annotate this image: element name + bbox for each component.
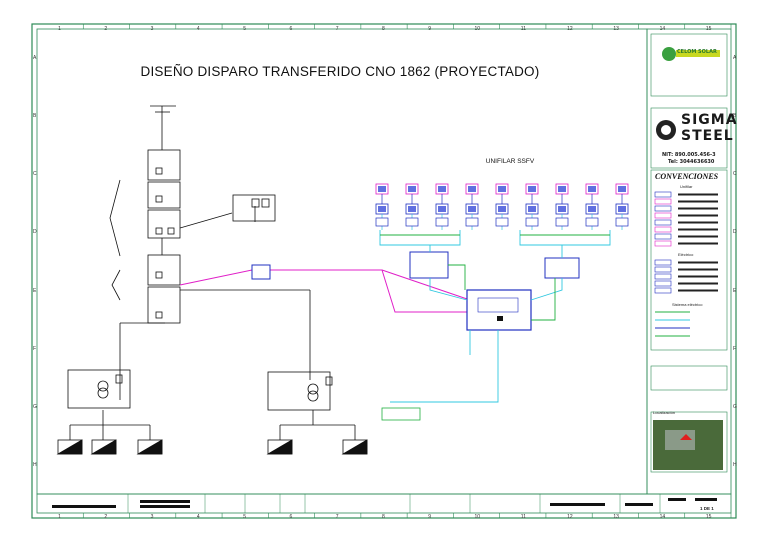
inverter-array	[375, 183, 629, 421]
grid-row-letter-right: A	[733, 55, 737, 62]
grid-column-number-bottom: 2	[104, 514, 108, 520]
conv-section-unifilar: Unifilar	[680, 184, 693, 189]
grid-column-number-bottom: 4	[196, 514, 200, 520]
convention-symbol	[654, 191, 672, 198]
convention-symbol	[654, 212, 672, 219]
grid-row-letter-right: H	[733, 461, 737, 468]
left-single-line	[67, 105, 356, 440]
breaker-box	[525, 217, 539, 227]
pv-panel-symbols	[56, 439, 368, 455]
convention-symbol	[654, 273, 672, 280]
grid-row-letter-right: F	[733, 345, 737, 352]
grid-column-number-bottom: 1	[58, 514, 61, 520]
bottom-strip	[36, 493, 732, 514]
grid-column-number-bottom: 3	[150, 514, 154, 520]
grid-ticks	[82, 24, 732, 518]
outer-frame	[31, 23, 737, 519]
sheet-number: 1 DE 1	[700, 506, 714, 511]
grid-column-number-bottom: 13	[613, 514, 619, 520]
breaker-box	[555, 217, 569, 227]
breaker-box	[405, 217, 419, 227]
convention-symbol	[654, 259, 672, 266]
tel-text: Tel: 3044636630	[668, 159, 715, 165]
convention-symbol	[654, 198, 672, 205]
convention-symbol	[654, 240, 672, 247]
breaker-box	[435, 217, 449, 227]
conv-section-electrico: Eléctrico	[678, 252, 694, 257]
unifilar-subtitle: UNIFILAR SSFV	[485, 158, 535, 165]
grid-row-letter-right: G	[733, 403, 737, 410]
grid-column-number-bottom: 11	[520, 514, 526, 520]
grid-column-number-bottom: 5	[243, 514, 246, 520]
grid-column-number-top: 10	[474, 25, 481, 32]
grid-row-letter-left: H	[33, 461, 37, 468]
nit-text: NIT: 890.005.456-3	[662, 152, 716, 158]
grid-column-number-top: 3	[150, 25, 154, 32]
grid-row-letter-right: C	[733, 171, 737, 178]
grid-column-number-top: 9	[428, 25, 432, 32]
grid-row-letter-left: F	[33, 345, 37, 352]
grid-row-letter-right: E	[733, 287, 737, 294]
grid-column-number-top: 14	[659, 25, 666, 32]
convention-symbol	[654, 266, 672, 273]
grid-row-letter-left: E	[33, 287, 37, 294]
grid-column-number-top: 4	[196, 25, 200, 32]
grid-column-number-bottom: 8	[382, 514, 385, 520]
breaker-box	[465, 217, 479, 227]
grid-column-number-bottom: 6	[289, 514, 293, 520]
client-logo-line-1: SIGMA	[681, 112, 738, 128]
convention-symbol	[654, 233, 672, 240]
grid-column-number-top: 6	[289, 25, 293, 32]
breaker-box	[375, 217, 389, 227]
grid-row-letter-left: A	[33, 55, 37, 62]
breaker-box	[585, 217, 599, 227]
conventions-title: CONVENCIONES	[655, 172, 719, 181]
grid-column-number-top: 1	[58, 25, 61, 32]
conv-section-sistema: Sistema eléctrico	[672, 302, 703, 307]
bottom-strip-cells	[127, 494, 661, 513]
breaker-box	[615, 217, 629, 227]
grid-column-number-top: 5	[243, 25, 246, 32]
grid-column-number-top: 7	[335, 25, 339, 32]
grid-column-number-bottom: 15	[705, 514, 712, 520]
company-logo: CELOM SOLAR	[677, 49, 717, 55]
breaker-box	[495, 217, 509, 227]
grid-column-number-bottom: 10	[474, 514, 481, 520]
grid-column-number-top: 11	[520, 25, 526, 32]
bottom-strip-marks	[52, 498, 717, 508]
grid-row-letter-left: C	[33, 171, 37, 178]
convention-symbol	[654, 287, 672, 294]
grid-column-number-bottom: 12	[567, 514, 573, 520]
grid-column-number-bottom: 14	[659, 514, 666, 520]
grid-row-letter-left: D	[33, 229, 37, 236]
grid-row-letter-right: B	[733, 113, 737, 120]
drawing-title: DISEÑO DISPARO TRANSFERIDO CNO 1862 (PRO…	[140, 64, 540, 79]
grid-row-letter-left: G	[33, 403, 37, 410]
grid-row-letter-right: D	[733, 229, 737, 236]
grid-column-number-top: 13	[613, 25, 619, 32]
grid-row-letter-left: B	[33, 113, 37, 120]
grid-column-number-top: 2	[104, 25, 108, 32]
grid-column-number-top: 12	[567, 25, 573, 32]
client-logo-line-2: STEEL	[681, 128, 734, 144]
transfer-trip-line	[179, 269, 471, 313]
title-block-graphics	[650, 33, 728, 473]
location-label: Localización	[653, 410, 676, 415]
convention-symbol	[654, 219, 672, 226]
grid-column-number-bottom: 9	[428, 514, 432, 520]
grid-column-number-bottom: 7	[335, 514, 339, 520]
convention-symbol	[654, 205, 672, 212]
grid-column-number-top: 15	[705, 25, 712, 32]
grid-column-number-top: 8	[382, 25, 385, 32]
transfer-trip-device	[251, 264, 271, 280]
convention-symbol	[654, 280, 672, 287]
convention-symbol	[654, 226, 672, 233]
